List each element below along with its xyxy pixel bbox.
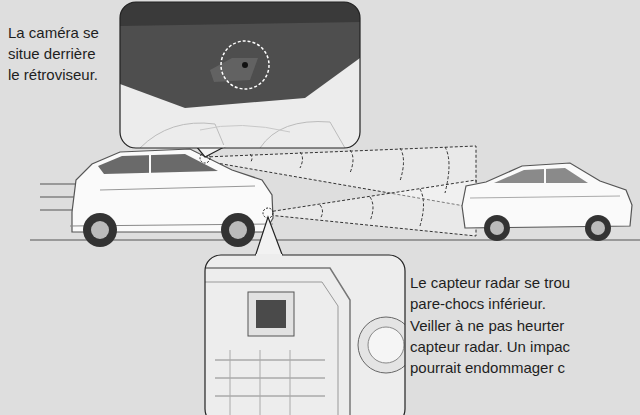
radar-note: Le capteur radar se trou pare-chocs infé… (410, 272, 595, 314)
ground-line (30, 240, 640, 241)
sedan-car (462, 163, 632, 241)
camera-note: La caméra se situe derrière le rétrovise… (8, 22, 105, 85)
camera-inset (120, 2, 360, 157)
hatchback-car (70, 149, 273, 247)
radar-inset (205, 217, 414, 415)
warning-note: Veiller à ne pas heurter capteur radar. … (410, 315, 595, 378)
